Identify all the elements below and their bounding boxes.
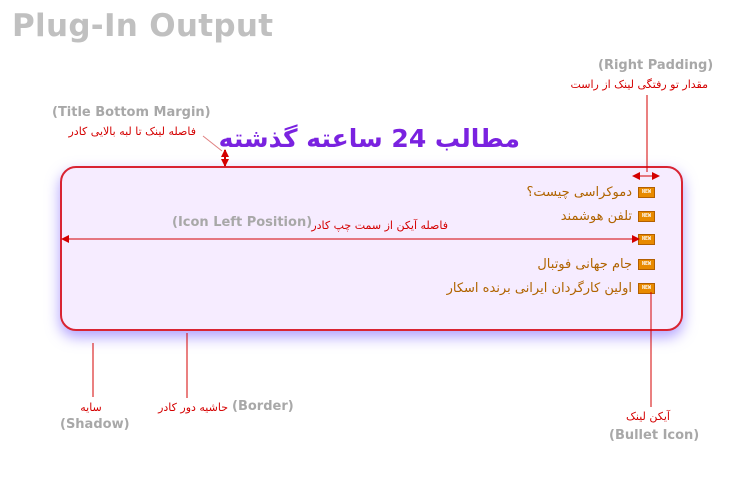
shadow-label-fa: سایه: [80, 401, 102, 414]
icon-left-position-label-fa: فاصله آیکن از سمت چپ کادر: [311, 219, 448, 232]
page-title: Plug-In Output: [12, 8, 274, 44]
bullet-icon-label-fa: آیکن لینک: [626, 410, 670, 423]
icon-left-position-label-en: (Icon Left Position): [172, 215, 313, 230]
list-item[interactable]: NEW دموکراسی چیست؟: [526, 181, 655, 203]
new-bullet-icon: NEW: [638, 233, 655, 245]
title-bottom-margin-label-en: (Title Bottom Margin): [52, 105, 211, 120]
list-item[interactable]: NEW تلفن هوشمند: [561, 205, 655, 227]
list-item-link[interactable]: جام جهانی فوتبال: [537, 256, 632, 272]
bullet-icon-label-en: (Bullet Icon): [609, 428, 700, 443]
list-item[interactable]: NEW: [632, 228, 655, 250]
list-item[interactable]: NEW جام جهانی فوتبال: [537, 253, 655, 275]
border-label-en: (Border): [232, 399, 294, 414]
list-item-link[interactable]: تلفن هوشمند: [560, 208, 632, 224]
widget-title: مطالب 24 ساعته گذشته: [218, 124, 520, 153]
list-item[interactable]: NEW اولین کارگردان ایرانی برنده اسکار: [447, 277, 655, 299]
shadow-label-en: (Shadow): [60, 417, 130, 432]
list-item-link[interactable]: اولین کارگردان ایرانی برنده اسکار: [446, 280, 632, 296]
new-bullet-icon: NEW: [638, 210, 655, 222]
list-item-link[interactable]: دموکراسی چیست؟: [526, 184, 632, 200]
new-bullet-icon: NEW: [638, 258, 655, 270]
title-bottom-margin-label-fa: فاصله لینک تا لبه بالایی کادر: [68, 125, 196, 138]
right-padding-label-fa: مقدار تو رفتگی لینک از راست: [570, 78, 708, 91]
widget-box: NEW دموکراسی چیست؟ NEW تلفن هوشمند NEW N…: [60, 166, 683, 331]
new-bullet-icon: NEW: [638, 282, 655, 294]
border-label-fa: حاشیه دور کادر: [158, 401, 228, 414]
right-padding-label-en: (Right Padding): [598, 58, 714, 73]
new-bullet-icon: NEW: [638, 186, 655, 198]
